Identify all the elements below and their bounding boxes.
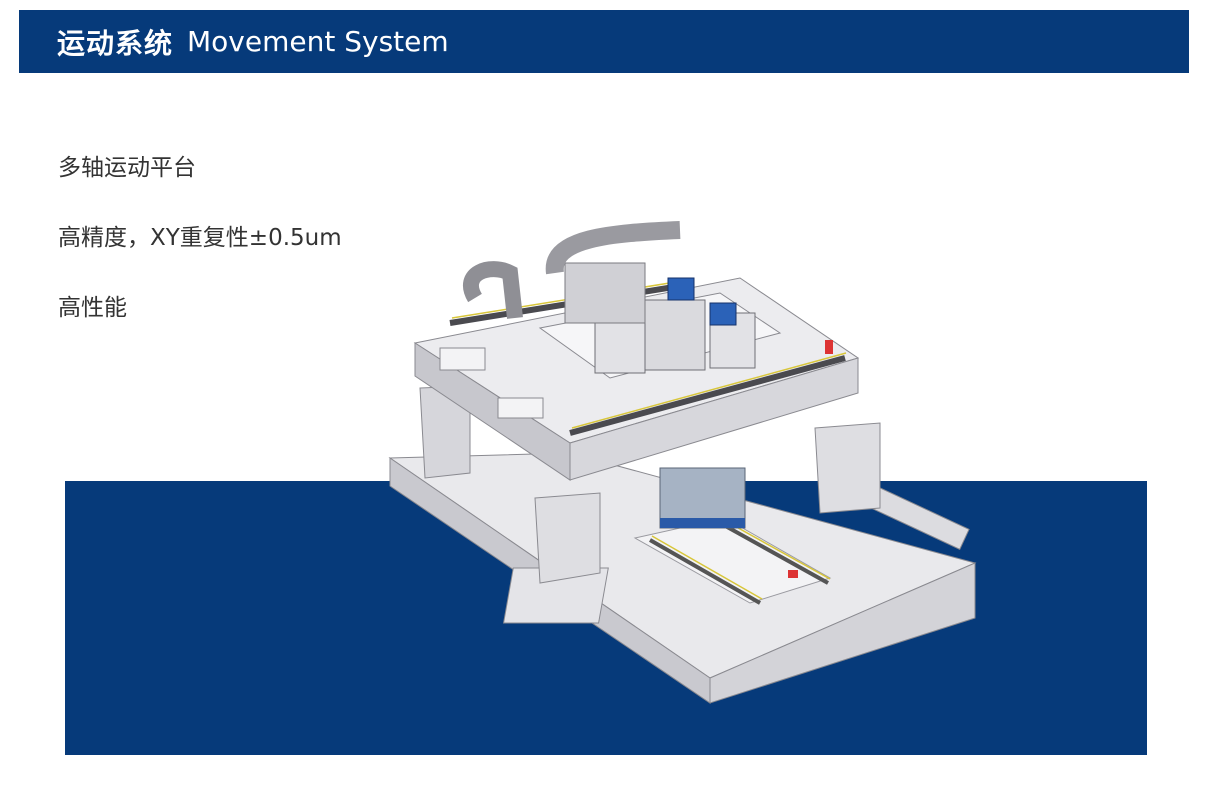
gantry-pillar-left-front (534, 492, 601, 584)
cable-carrier-left (463, 261, 523, 319)
x-axis-rail-front (569, 355, 846, 436)
header-title-en: Movement System (187, 25, 449, 58)
motion-platform-illustration (388, 221, 977, 704)
y-axis-rail-scale (651, 535, 763, 600)
corner-mount-plate (497, 397, 544, 419)
feature-item: 多轴运动平台 (58, 155, 196, 181)
y-axis-rail-scale (721, 518, 831, 580)
gantry-pillar-right (814, 422, 881, 514)
y-axis-rail (649, 538, 761, 605)
x-axis-rail-scale (571, 352, 847, 429)
y-axis-rail (719, 521, 829, 585)
blue-motor-block (667, 277, 695, 301)
corner-mount-plate (439, 347, 486, 371)
head-module-center (644, 299, 706, 371)
feature-item: 高性能 (58, 295, 127, 321)
red-bracket (825, 340, 833, 354)
feature-item: 高精度，XY重复性±0.5um (58, 225, 342, 251)
feature-list: 多轴运动平台 高精度，XY重复性±0.5um 高性能 (58, 150, 342, 360)
vertical-back-plate (564, 262, 646, 324)
cable-carrier-top (545, 221, 681, 275)
z-axis-stage-accent (660, 518, 745, 528)
header-title-cn: 运动系统 (57, 26, 174, 60)
red-limit-block (788, 570, 798, 578)
header-bar: 运动系统 Movement System (19, 10, 1189, 73)
blue-motor-block (709, 302, 737, 326)
